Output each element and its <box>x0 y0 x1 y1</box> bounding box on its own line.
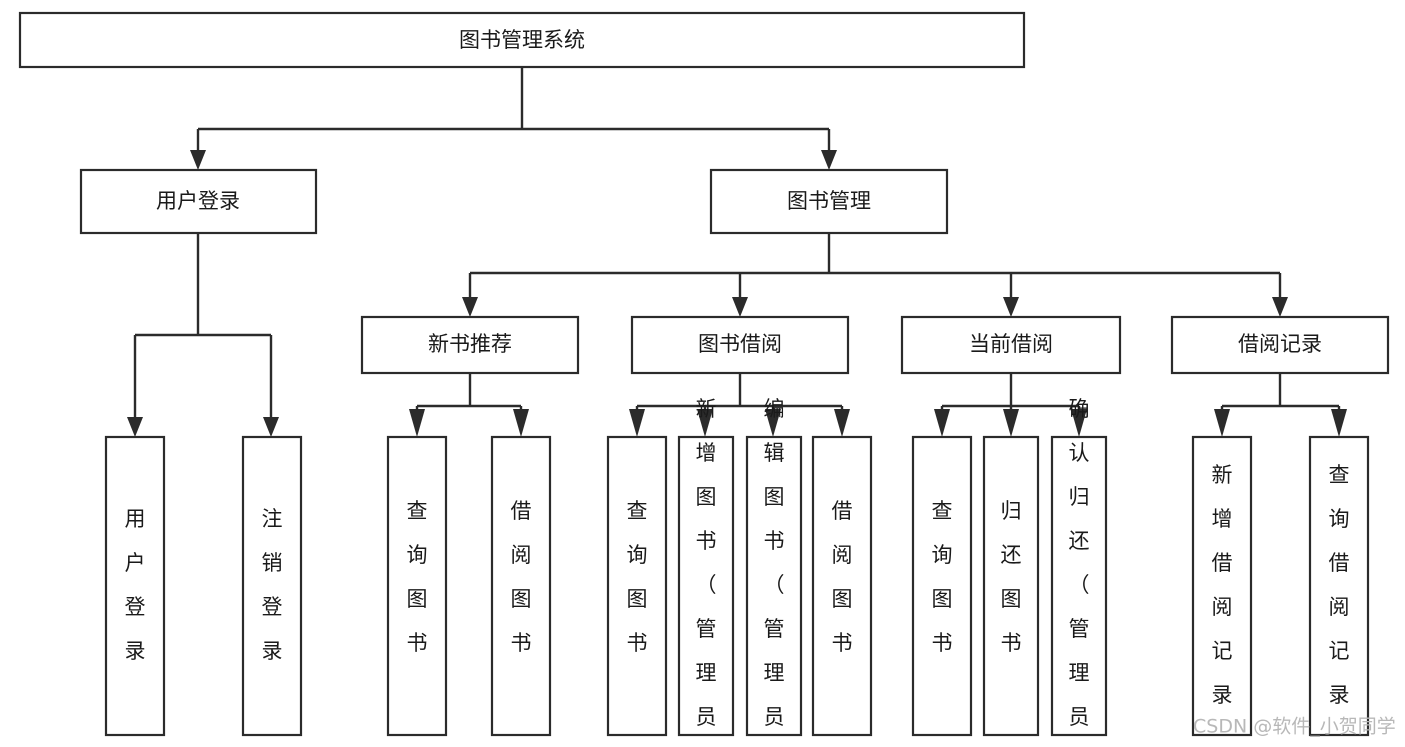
leaf-layer: 用户登录 注销登录 查询图书 借阅图书 查询图书 新增图书 <box>104 397 1370 747</box>
node-new-book-recommend-box[interactable] <box>360 315 580 375</box>
leaf-node-user-login-box[interactable] <box>104 435 166 737</box>
leaf-node-query-borrow-record-label: 查询借阅记录 <box>1329 463 1350 707</box>
node-book-management[interactable]: 图书管理 <box>709 168 949 235</box>
leaf-node-add-borrow-record-label: 新增借阅记录 <box>1212 463 1233 707</box>
node-borrow-record-label: 借阅记录 <box>1238 332 1322 356</box>
leaf-node-user-login[interactable]: 用户登录 <box>104 435 166 737</box>
leaf-node-query-book-recommend-box[interactable] <box>386 435 448 737</box>
arrow-head-book-mgmt <box>821 150 837 170</box>
leaf-node-query-book-borrow-label: 查询图书 <box>627 499 648 655</box>
leaf-node-add-borrow-record-box[interactable] <box>1191 435 1253 737</box>
node-new-book-recommend[interactable]: 新书推荐 <box>360 315 580 375</box>
arrow-head-leaf-edit-book <box>765 409 781 437</box>
leaf-node-confirm-return-box[interactable] <box>1050 435 1108 737</box>
node-user-login-box[interactable] <box>79 168 318 235</box>
node-borrow-record-box[interactable] <box>1170 315 1390 375</box>
arrow-head-book-borrow <box>732 297 748 317</box>
arrow-head-leaf-query-book-2 <box>629 409 645 437</box>
arrow-head-leaf-add-book <box>697 409 713 437</box>
leaf-node-edit-book-label: 编辑图书（管理员） <box>764 397 785 747</box>
node-root-label: 图书管理系统 <box>459 28 585 52</box>
leaf-node-borrow-book-label: 借阅图书 <box>832 499 853 655</box>
leaf-node-confirm-return-label: 确认归还（管理员） <box>1069 397 1090 747</box>
arrow-head-leaf-user-login <box>127 417 143 437</box>
arrow-head-current-borrow <box>1003 297 1019 317</box>
leaf-node-add-book-box[interactable] <box>677 435 735 737</box>
node-user-login-label: 用户登录 <box>156 189 240 213</box>
leaf-node-query-book-recommend-label: 查询图书 <box>407 499 428 655</box>
leaf-node-query-book-current-box[interactable] <box>911 435 973 737</box>
arrow-head-borrow-record <box>1272 297 1288 317</box>
leaf-node-logout-box[interactable] <box>241 435 303 737</box>
leaf-node-return-book[interactable]: 归还图书 <box>982 435 1040 737</box>
leaf-node-add-book[interactable]: 新增图书（管理员） <box>677 397 735 747</box>
arrow-head-new-book <box>462 297 478 317</box>
node-current-borrow-label: 当前借阅 <box>969 332 1053 356</box>
node-book-borrow-box[interactable] <box>630 315 850 375</box>
leaf-node-query-book-recommend[interactable]: 查询图书 <box>386 435 448 737</box>
leaf-node-query-book-borrow[interactable]: 查询图书 <box>606 435 668 737</box>
leaf-node-query-book-current-label: 查询图书 <box>932 499 953 655</box>
leaf-node-add-borrow-record[interactable]: 新增借阅记录 <box>1191 435 1253 737</box>
leaf-node-logout-label: 注销登录 <box>262 507 283 663</box>
leaf-node-borrow-book-recommend-box[interactable] <box>490 435 552 737</box>
leaf-node-add-book-label: 新增图书（管理员） <box>696 397 717 747</box>
node-book-management-box[interactable] <box>709 168 949 235</box>
arrow-head-leaf-query-record <box>1331 409 1347 437</box>
node-root[interactable]: 图书管理系统 <box>18 11 1026 69</box>
leaf-node-return-book-box[interactable] <box>982 435 1040 737</box>
node-book-management-label: 图书管理 <box>787 189 871 213</box>
arrow-head-leaf-confirm-return <box>1071 409 1087 437</box>
leaf-node-borrow-book-recommend-label: 借阅图书 <box>511 499 532 655</box>
arrow-head-leaf-add-record <box>1214 409 1230 437</box>
arrow-head-leaf-logout <box>263 417 279 437</box>
arrow-head-leaf-borrow-book-2 <box>834 409 850 437</box>
arrow-head-leaf-query-book-3 <box>934 409 950 437</box>
leaf-node-borrow-book[interactable]: 借阅图书 <box>811 435 873 737</box>
leaf-node-user-login-label: 用户登录 <box>125 507 146 663</box>
leaf-node-query-borrow-record[interactable]: 查询借阅记录 <box>1308 435 1370 737</box>
node-current-borrow-box[interactable] <box>900 315 1122 375</box>
node-user-login[interactable]: 用户登录 <box>79 168 318 235</box>
leaf-node-borrow-book-box[interactable] <box>811 435 873 737</box>
leaf-node-query-book-borrow-box[interactable] <box>606 435 668 737</box>
arrow-head-leaf-query-book-1 <box>409 409 425 437</box>
leaf-node-query-borrow-record-box[interactable] <box>1308 435 1370 737</box>
node-current-borrow[interactable]: 当前借阅 <box>900 315 1122 375</box>
leaf-node-query-book-current[interactable]: 查询图书 <box>911 435 973 737</box>
arrow-head-user-login <box>190 150 206 170</box>
node-borrow-record[interactable]: 借阅记录 <box>1170 315 1390 375</box>
arrow-head-leaf-return-book <box>1003 409 1019 437</box>
node-new-book-recommend-label: 新书推荐 <box>428 332 512 356</box>
node-book-borrow[interactable]: 图书借阅 <box>630 315 850 375</box>
csdn-watermark: CSDN @软件_小贺同学 <box>1193 716 1396 738</box>
connector-layer <box>127 67 1347 437</box>
leaf-node-return-book-label: 归还图书 <box>1001 499 1022 655</box>
node-book-borrow-label: 图书借阅 <box>698 332 782 356</box>
leaf-node-edit-book-box[interactable] <box>745 435 803 737</box>
leaf-node-edit-book[interactable]: 编辑图书（管理员） <box>745 397 803 747</box>
leaf-node-logout[interactable]: 注销登录 <box>241 435 303 737</box>
leaf-node-borrow-book-recommend[interactable]: 借阅图书 <box>490 435 552 737</box>
leaf-node-confirm-return[interactable]: 确认归还（管理员） <box>1050 397 1108 747</box>
arrow-head-leaf-borrow-book-1 <box>513 409 529 437</box>
node-root-box[interactable] <box>18 11 1026 69</box>
